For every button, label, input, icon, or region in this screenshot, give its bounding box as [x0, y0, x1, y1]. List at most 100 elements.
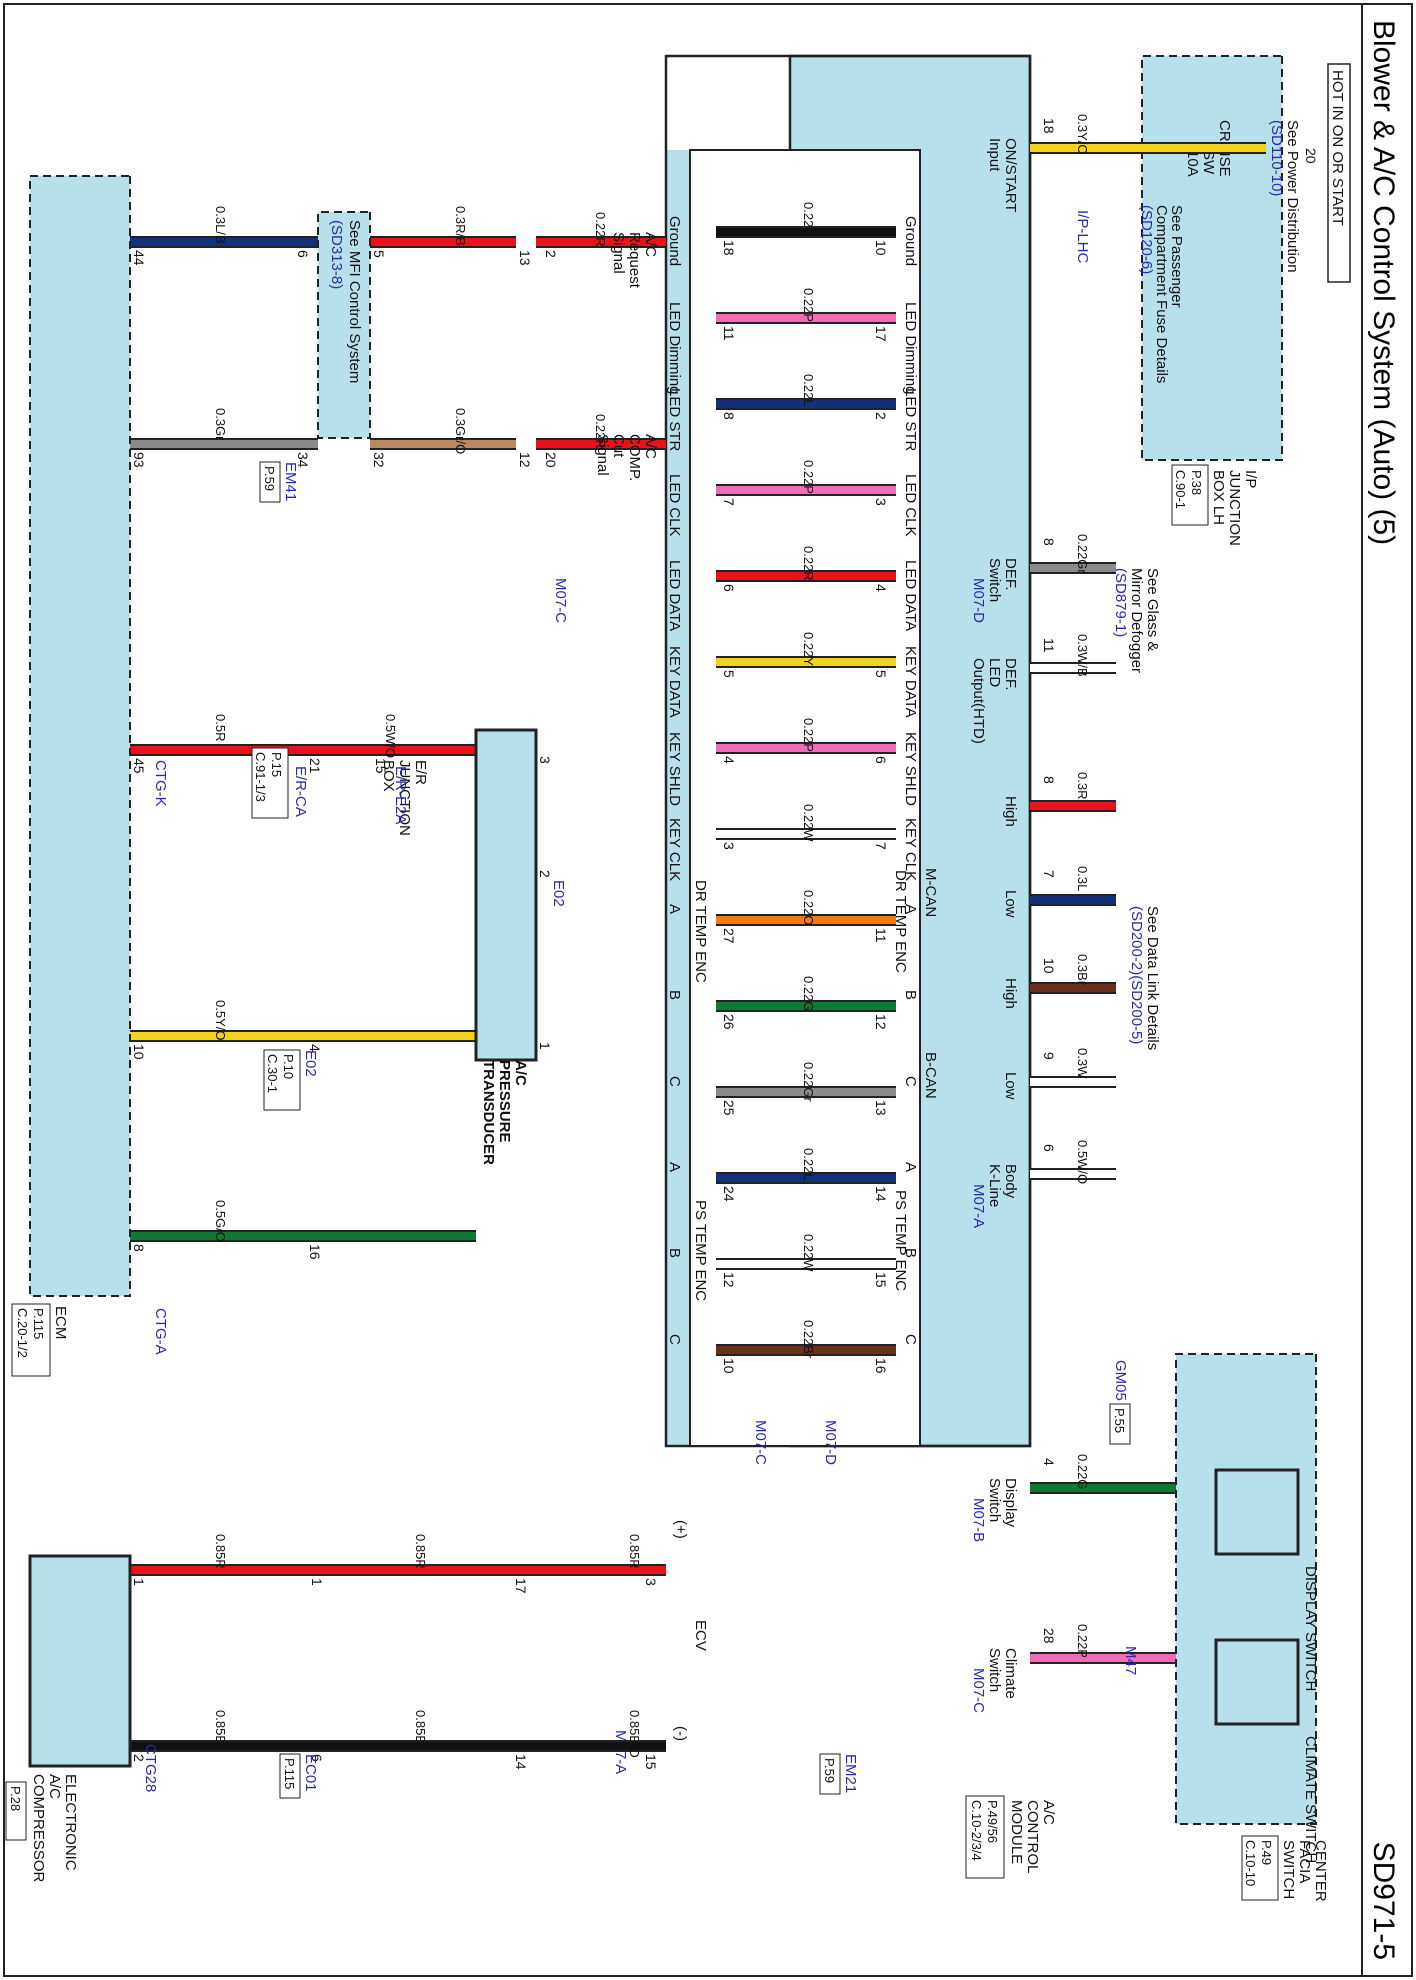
lower-upper-wire-label-1: 0.22R	[593, 414, 608, 449]
m07c-conn: M07-C	[552, 578, 569, 623]
upper-pin-8: 4	[1041, 1458, 1057, 1466]
ip-box-name2: JUNCTION	[1226, 470, 1243, 546]
mcan-label: M-CAN	[922, 868, 939, 917]
inner-pin-bot-6: 4	[721, 756, 737, 764]
ac-pressure-transducer	[474, 728, 538, 1062]
upper-wire-label-5: 0.3Br	[1075, 954, 1090, 986]
sensor-power-top-pin: 15	[373, 758, 389, 774]
inner-bottom-label-5: KEY DATA	[666, 646, 683, 718]
inner-pin-top-9: 12	[873, 1014, 889, 1030]
inner-bottom-label-2: LED STR	[666, 388, 683, 452]
dr-temp-top: DR TEMP ENC	[692, 880, 709, 983]
inner-bottom-label-7: KEY CLK	[666, 818, 683, 881]
see-power-ref: (SD110-10)	[1268, 120, 1285, 196]
inner-pin-bot-1: 11	[721, 326, 737, 341]
sensor-power-top-wire-label: 0.5W/O	[383, 714, 398, 758]
inner-pin-top-7: 7	[873, 842, 889, 850]
fuse-amp: 10A	[1184, 150, 1201, 177]
inner-top-label-4: LED DATA	[902, 560, 919, 631]
upper-pin-3: 8	[1041, 776, 1057, 784]
fuse-sw: SW	[1200, 150, 1217, 175]
upper-pin-4: 7	[1041, 870, 1057, 878]
inner-top-label-5: KEY DATA	[902, 646, 919, 718]
upper-pin-label-8-0: Display	[1002, 1478, 1019, 1528]
upper-pin-1: 8	[1041, 538, 1057, 546]
inner-pin-bot-9: 26	[721, 1014, 737, 1030]
lower-upper-pin-1: 20	[543, 452, 559, 468]
lower-upper-label-1-0: A/C	[642, 434, 659, 459]
inner-top-label-9: B	[902, 990, 919, 1000]
glass-ref-text2: Mirror Defogger	[1128, 568, 1145, 673]
inner-top-label-3: LED CLK	[902, 474, 919, 537]
upper-pin-6: 9	[1041, 1052, 1057, 1060]
ctg-a-conn: CTG-A	[152, 1308, 169, 1355]
ip-box-ref2: C.90-1	[1173, 470, 1188, 509]
datalink-ref-text: See Data Link Details	[1144, 906, 1161, 1050]
upper-pin-5: 10	[1041, 958, 1057, 974]
upper-pin-label-6-0: Low	[1002, 1072, 1019, 1100]
display-switch-label: DISPLAY SWITCH	[1302, 1566, 1319, 1691]
inner-top-label-7: KEY CLK	[902, 818, 919, 881]
upper-pin-label-8-1: Switch	[986, 1478, 1003, 1522]
ps-temp-top: PS TEMP ENC	[692, 1200, 709, 1301]
ip-box-ref-box	[1171, 464, 1209, 526]
inner-pin-bot-2: 8	[721, 412, 737, 420]
em41-ref-box	[259, 461, 281, 503]
upper-wire-label-0: 0.3Y/O	[1075, 114, 1090, 154]
inner-top-label-10: C	[902, 1076, 919, 1087]
ctg28-conn: CTG28	[142, 1744, 159, 1792]
inner-bottom-label-4: LED DATA	[666, 560, 683, 631]
inner-bottom-label-10: C	[666, 1076, 683, 1087]
lower-upper-label-1-1: COMP.	[626, 434, 643, 481]
facia-ref1: P.49	[1259, 1840, 1274, 1865]
bcan-label: B-CAN	[922, 1052, 939, 1099]
upper-conn-1: M07-D	[970, 578, 987, 623]
upper-pin-label-7-0: Body	[1002, 1164, 1019, 1199]
upper-wire-label-9: 0.22P	[1075, 1624, 1090, 1658]
er-ca-ref1: P.15	[269, 752, 284, 777]
er-ca-conn: E/R-CA	[292, 766, 309, 817]
inner-wire-label-12: 0.22W	[801, 1234, 816, 1272]
compressor-pin-0-3: 1	[131, 1578, 147, 1586]
upper-wire-label-3: 0.3R	[1075, 772, 1090, 799]
e02-ref-box	[263, 1049, 301, 1111]
compressor-pin-0-0: 3	[643, 1578, 659, 1586]
upper-wire-label-6: 0.3W	[1075, 1048, 1090, 1079]
upper-pin-label-9-1: Switch	[986, 1648, 1003, 1692]
lower-upper-pin-0: 2	[543, 250, 559, 258]
lower-ecm-wire-label-0: 0.3L/B	[213, 206, 228, 244]
lower-upper-label-0-0: A/C	[642, 232, 659, 257]
inner-pin-top-13: 16	[873, 1358, 889, 1374]
see-passenger-text: See Passenger	[1168, 205, 1185, 308]
ec01-ref-box	[279, 1753, 301, 1799]
ec01-ref: P.115	[282, 1758, 297, 1789]
inner-pin-bot-11: 24	[721, 1186, 737, 1202]
em21-conn: EM21	[842, 1754, 859, 1793]
compressor-ref-box	[5, 1781, 27, 1841]
sensor-wire-label-1: 0.5Y/O	[213, 1000, 228, 1040]
facia-ref2: C.10-10	[1243, 1840, 1258, 1886]
compressor-pin-0-1: 17	[513, 1578, 529, 1594]
upper-pin-label-7-1: K-Line	[986, 1164, 1003, 1207]
compressor-pin-0-2: 1	[309, 1578, 325, 1586]
ground-ref-box	[1109, 1403, 1131, 1445]
ground-ref: P.55	[1112, 1408, 1127, 1433]
climate-switch-box	[1214, 1638, 1300, 1726]
ecm-pin-1: 93	[131, 452, 147, 468]
compressor-pin-1-2: 6	[309, 1754, 325, 1762]
compressor-top-wire-label-1: 0.85B/O	[627, 1710, 642, 1758]
inner-pin-bot-8: 27	[721, 928, 737, 944]
center-facia-switch	[1175, 1353, 1317, 1825]
inner-bottom-label-0: Ground	[666, 216, 683, 266]
ac-compressor-box	[28, 1554, 132, 1768]
upper-wire-label-4: 0.3L	[1075, 866, 1090, 891]
ps-temp-bottom: PS TEMP ENC	[892, 1190, 909, 1291]
inner-wire-label-3: 0.22P	[801, 460, 816, 494]
er-e2a-conn: E/R-E2A	[392, 766, 409, 824]
facia-name1: CENTER	[1312, 1840, 1329, 1902]
upper-pin-label-0-1: Input	[986, 138, 1003, 172]
